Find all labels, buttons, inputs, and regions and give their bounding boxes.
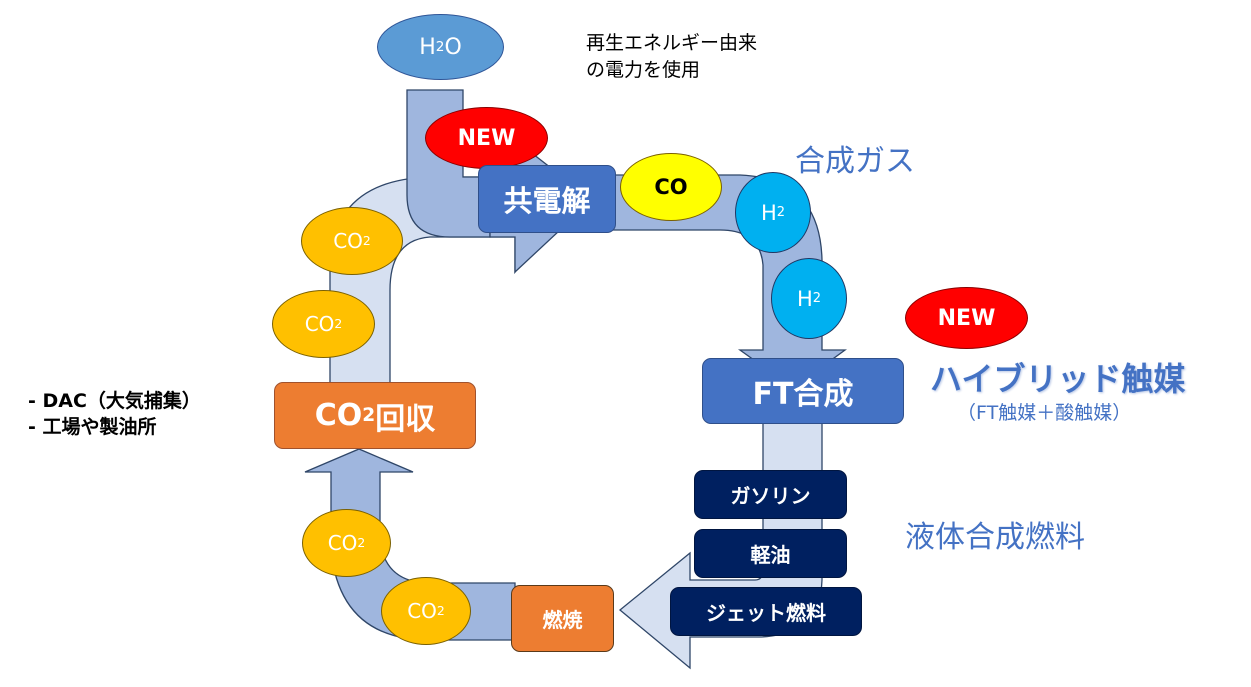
fuel-diesel: 軽油 bbox=[694, 529, 847, 578]
co2-capture-tail: 回収 bbox=[375, 401, 436, 437]
co2-source-dac: - DAC（大気捕集） bbox=[28, 390, 201, 412]
process-combustion-label: 燃焼 bbox=[542, 608, 583, 632]
hybrid-catalyst-label: ハイブリッド触媒 bbox=[930, 360, 1186, 398]
renewable-line2: の電力を使用 bbox=[586, 59, 701, 81]
hybrid-catalyst-detail: （FT触媒＋酸触媒） bbox=[957, 402, 1132, 424]
co2-main: CO bbox=[304, 312, 335, 336]
molecule-co: CO bbox=[620, 153, 722, 221]
process-ft-synthesis-label: FT合成 bbox=[752, 377, 854, 412]
co2-capture-main: CO bbox=[314, 398, 363, 433]
process-ft-synthesis: FT合成 bbox=[702, 358, 904, 424]
co2-main: CO bbox=[407, 599, 437, 623]
process-co-electrolysis: 共電解 bbox=[478, 165, 616, 233]
co2-main: CO bbox=[333, 229, 363, 253]
co2-source-factory: - 工場や製油所 bbox=[28, 416, 157, 438]
new-badge-label: NEW bbox=[457, 125, 516, 151]
co2-main: CO bbox=[327, 531, 358, 555]
new-badge-label: NEW bbox=[937, 305, 996, 331]
renewable-energy-note: 再生エネルギー由来 の電力を使用 bbox=[586, 30, 757, 84]
syngas-label: 合成ガス bbox=[795, 144, 915, 179]
new-badge-electrolysis: NEW bbox=[425, 107, 548, 169]
fuel-jet-label: ジェット燃料 bbox=[706, 601, 826, 625]
fuel-gasoline-label: ガソリン bbox=[730, 484, 811, 508]
process-combustion: 燃焼 bbox=[511, 585, 614, 652]
fuel-diesel-label: 軽油 bbox=[750, 543, 791, 567]
h2-b-main: H bbox=[796, 286, 813, 311]
h2o-main: H bbox=[419, 34, 436, 60]
renewable-line1: 再生エネルギー由来 bbox=[586, 32, 758, 54]
h2o-tail: O bbox=[444, 34, 462, 60]
liquid-fuel-label: 液体合成燃料 bbox=[905, 520, 1085, 555]
co2-sources-list: - DAC（大気捕集） - 工場や製油所 bbox=[28, 388, 201, 440]
process-co-electrolysis-label: 共電解 bbox=[503, 184, 591, 218]
new-badge-catalyst: NEW bbox=[905, 287, 1028, 349]
fuel-jet: ジェット燃料 bbox=[670, 587, 862, 636]
fuel-gasoline: ガソリン bbox=[694, 470, 847, 519]
molecule-co-label: CO bbox=[654, 175, 688, 199]
h2-a-main: H bbox=[760, 200, 777, 225]
